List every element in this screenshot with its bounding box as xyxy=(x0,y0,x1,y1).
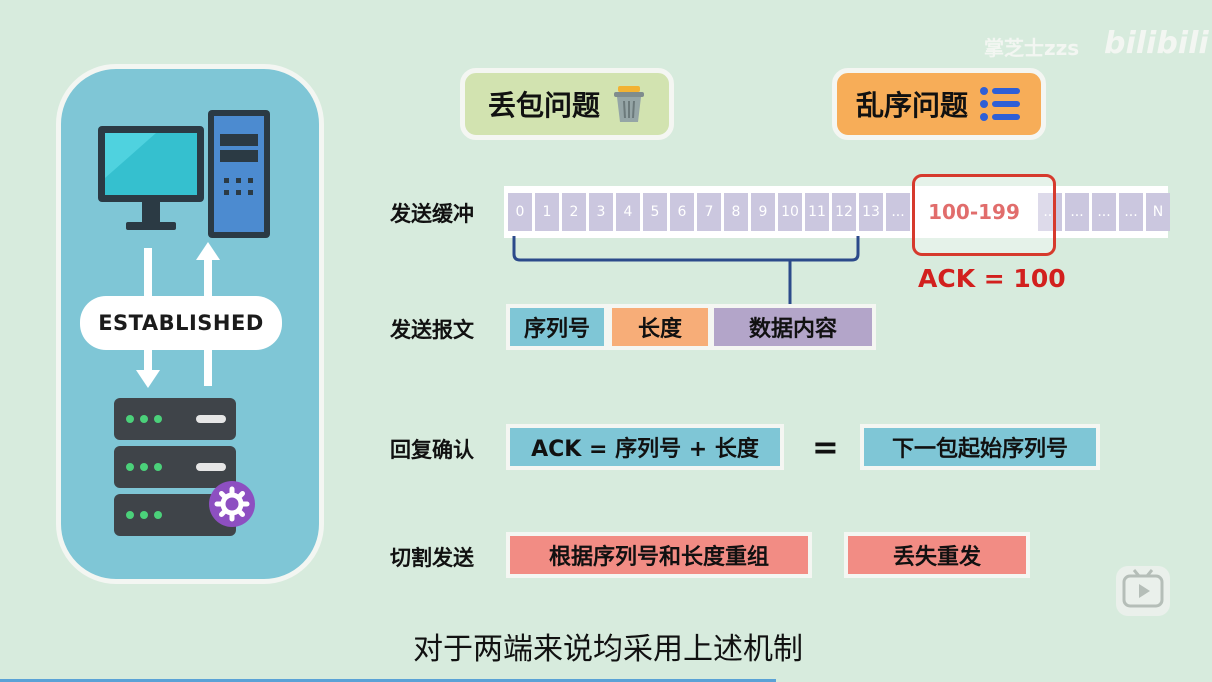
subtitle-caption: 对于两端来说均采用上述机制 xyxy=(413,632,803,667)
buffer-cell: 8 xyxy=(724,193,748,231)
packet-loss-tag: 丢包问题 xyxy=(460,68,674,140)
buffer-cell: 2 xyxy=(562,193,586,231)
out-of-order-highlight xyxy=(912,174,1056,256)
play-icon[interactable] xyxy=(1116,566,1170,616)
send-message-label: 发送报文 xyxy=(390,318,474,342)
connection-state-label: ESTABLISHED xyxy=(80,296,282,350)
bilibili-logo: bilibili xyxy=(1104,26,1209,61)
buffer-cell: N xyxy=(1146,193,1170,231)
buffer-cell: ... xyxy=(1038,193,1062,231)
buffer-cell: 7 xyxy=(697,193,721,231)
trash-can-icon xyxy=(614,86,644,122)
list-icon xyxy=(980,87,1020,121)
buffer-cell: ... xyxy=(886,193,910,231)
buffer-cell: 12 xyxy=(832,193,856,231)
ack-value: ACK = 100 xyxy=(918,264,1066,293)
buffer-range-100-199: 100-199 xyxy=(928,200,1020,224)
length-field: 长度 xyxy=(608,304,712,350)
packet-loss-label: 丢包问题 xyxy=(487,89,600,122)
server-icon xyxy=(114,398,236,536)
computer-icon xyxy=(98,110,270,238)
buffer-cell: 0 xyxy=(508,193,532,231)
reassemble-box: 根据序列号和长度重组 xyxy=(506,532,812,578)
sequence-number-field: 序列号 xyxy=(506,304,608,350)
out-of-order-label: 乱序问题 xyxy=(855,89,968,122)
retransmit-box: 丢失重发 xyxy=(844,532,1030,578)
buffer-cell: ... xyxy=(1092,193,1116,231)
down-arrow-head xyxy=(136,370,160,388)
buffer-cell: ... xyxy=(1119,193,1143,231)
buffer-cell: 5 xyxy=(643,193,667,231)
video-progress-bar[interactable] xyxy=(0,679,776,682)
segment-bracket xyxy=(512,236,860,304)
buffer-cell: ... xyxy=(1065,193,1089,231)
split-send-label: 切割发送 xyxy=(390,546,474,570)
send-buffer: 0 1 2 3 4 5 6 7 8 9 10 11 12 13 ... 100-… xyxy=(504,186,1170,238)
buffer-cell: 3 xyxy=(589,193,613,231)
equals-sign: = xyxy=(812,428,839,466)
reply-ack-label: 回复确认 xyxy=(390,438,474,462)
author-watermark: 掌芝士zzs xyxy=(984,36,1080,60)
next-sequence-box: 下一包起始序列号 xyxy=(860,424,1100,470)
buffer-cell: 6 xyxy=(670,193,694,231)
buffer-cell: 11 xyxy=(805,193,829,231)
data-content-field: 数据内容 xyxy=(710,304,876,350)
buffer-cell: 4 xyxy=(616,193,640,231)
up-arrow-head xyxy=(196,242,220,260)
gear-icon xyxy=(209,481,255,527)
buffer-cell: 1 xyxy=(535,193,559,231)
send-buffer-label: 发送缓冲 xyxy=(390,202,474,226)
out-of-order-tag: 乱序问题 xyxy=(832,68,1046,140)
buffer-cell: 10 xyxy=(778,193,802,231)
buffer-cell: 9 xyxy=(751,193,775,231)
ack-formula-box: ACK = 序列号 + 长度 xyxy=(506,424,784,470)
buffer-cell: 13 xyxy=(859,193,883,231)
